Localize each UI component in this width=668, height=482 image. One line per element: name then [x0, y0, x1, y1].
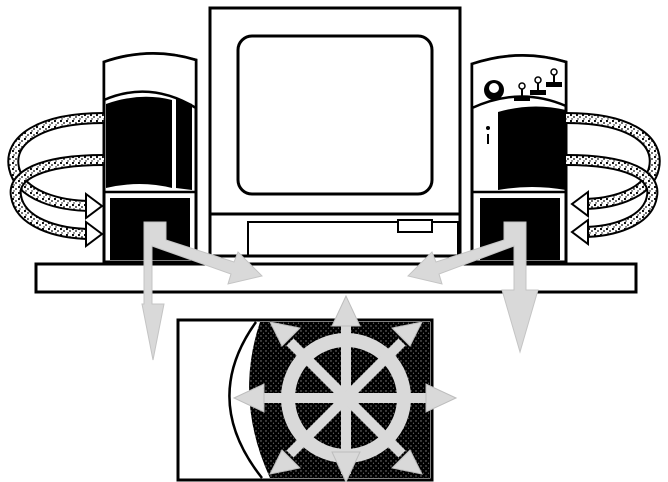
left-rotation-arrows [13, 118, 104, 246]
sound-burst-detail [178, 296, 456, 482]
shelf [36, 264, 636, 292]
right-rotation-arrows [566, 118, 655, 244]
disk-drive-slot [398, 220, 432, 232]
sound-burst-icon [264, 322, 428, 474]
monitor [210, 8, 460, 256]
